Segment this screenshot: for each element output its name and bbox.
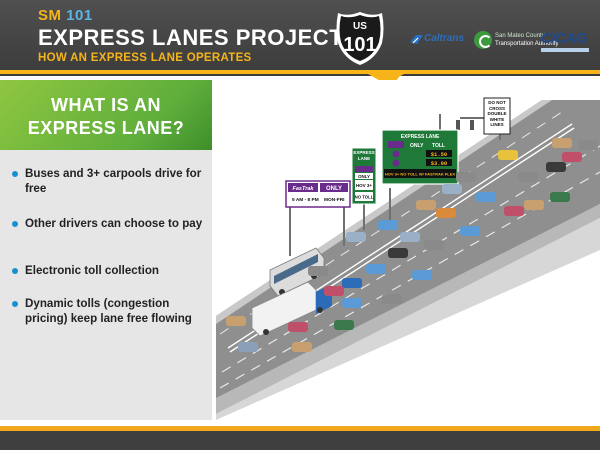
bullet-dot-icon [12, 171, 18, 177]
list-item: Buses and 3+ carpools drive for free [12, 166, 208, 196]
fastrak-only: ONLY [326, 186, 342, 192]
list-item-text: Other drivers can choose to pay [25, 217, 203, 230]
tta-mark-icon [474, 31, 492, 49]
header-bar: SM 101 EXPRESS LANES PROJECT HOW AN EXPR… [0, 0, 600, 76]
fastrak-badge-icon [355, 166, 373, 172]
title-block: SM 101 EXPRESS LANES PROJECT HOW AN EXPR… [38, 8, 343, 65]
toll-reader-icon [470, 120, 474, 130]
road-deck [216, 100, 600, 398]
ccag-underline [541, 48, 589, 52]
fastrak-brand: FasTrak [293, 186, 315, 192]
project-code: SM 101 [38, 8, 343, 24]
page-subtitle: HOW AN EXPRESS LANE OPERATES [38, 52, 252, 64]
list-item-text: Dynamic tolls (congestion pricing) keep … [25, 297, 192, 325]
ccag-text: C/CAG [541, 30, 587, 47]
overhead-toll: TOLL [432, 143, 445, 149]
do-not-cross-text: DO NOT CROSS DOUBLE WHITE LINES [487, 100, 507, 127]
side-express-text: EXPRESS LANE [353, 150, 375, 161]
caltrans-text: Caltrans [424, 33, 465, 44]
banner-line2: EXPRESS LANE? [27, 118, 185, 138]
shield-route: 101 [343, 34, 376, 56]
toll-price-2: $3.00 [431, 160, 448, 167]
bullet-dot-icon [12, 301, 18, 307]
bullet-dot-icon [12, 221, 18, 227]
banner-line1: WHAT IS AN [51, 95, 161, 115]
caltrans-logo: Caltrans [410, 32, 468, 48]
fastrak-days: MON-FRI [324, 197, 345, 203]
fastrak-only-sign: FasTrak ONLY 5 AM - 8 PM MON-FRI [285, 180, 351, 208]
side-express-sign: EXPRESS LANE ONLY HOV 3+ NO TOLL [351, 147, 377, 205]
list-item: Dynamic tolls (congestion pricing) keep … [12, 296, 208, 326]
freeway-illustration: DO NOT CROSS DOUBLE WHITE LINES EXPRESS … [212, 80, 600, 420]
route-marker-icon [392, 159, 400, 167]
bullet-dot-icon [12, 268, 18, 274]
footer-bar [0, 431, 600, 450]
toll-price-1: $1.50 [431, 151, 448, 158]
toll-reader-icon [456, 120, 460, 130]
list-item: Other drivers can choose to pay [12, 216, 208, 231]
overhead-toll-sign: EXPRESS LANE ONLY TOLL $1.50 $3.00 HOV 3… [381, 129, 459, 185]
feature-list: Buses and 3+ carpools drive for free Oth… [0, 150, 212, 420]
do-not-cross-sign: DO NOT CROSS DOUBLE WHITE LINES [483, 97, 511, 135]
tta-line2: Transportation Authority [495, 41, 559, 47]
road-embankment [216, 218, 600, 420]
footer-accent [0, 426, 600, 431]
caltrans-mark-icon [410, 35, 423, 44]
us-101-shield-icon: US 101 [334, 9, 386, 67]
page-title: EXPRESS LANES PROJECT [38, 25, 344, 50]
lane-line [221, 145, 600, 373]
list-item-text: Electronic toll collection [25, 264, 159, 277]
transportation-authority-logo: San Mateo County Transportation Authorit… [474, 30, 558, 52]
route-marker-icon [392, 150, 400, 158]
side-hov-text: HOV 3+ [356, 183, 373, 188]
fastrak-hours: 5 AM - 8 PM [292, 197, 319, 203]
traffic-cars [226, 138, 598, 352]
side-only-text: ONLY [358, 174, 370, 179]
overhead-title: EXPRESS LANE [401, 134, 440, 140]
what-is-banner: WHAT IS AN EXPRESS LANE? [0, 80, 212, 150]
list-item-text: Buses and 3+ carpools drive for free [25, 167, 202, 195]
shield-country: US [353, 21, 367, 32]
overhead-only: ONLY [410, 143, 424, 149]
overhead-hov-text: HOV 3+ NO TOLL W/ FASTRAK FLEX [385, 172, 456, 177]
ccag-logo: C/CAG [539, 29, 597, 55]
side-notoll-text: NO TOLL [355, 195, 374, 200]
fastrak-badge-icon [388, 141, 404, 148]
project-prefix: SM [38, 7, 62, 24]
tta-line1: San Mateo County [495, 33, 545, 39]
list-item: Electronic toll collection [12, 263, 208, 278]
project-number: 101 [66, 7, 93, 24]
road-side-wall [216, 204, 600, 414]
